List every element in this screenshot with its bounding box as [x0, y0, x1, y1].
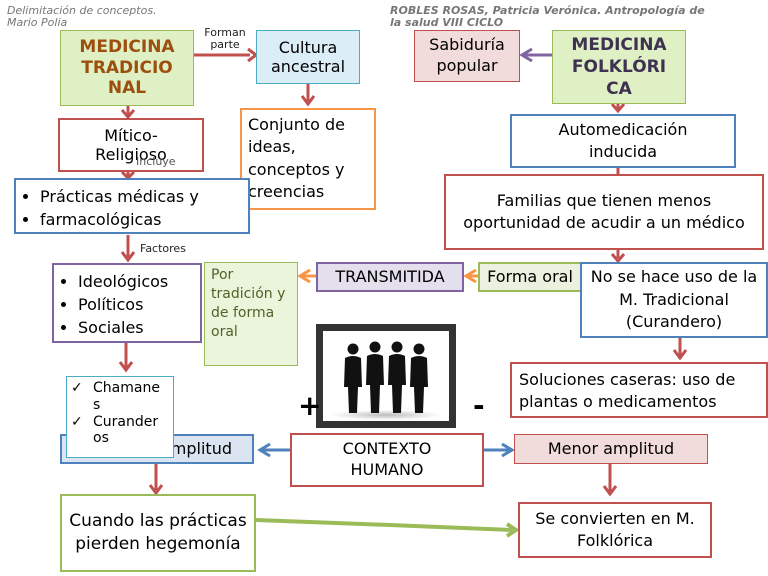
people-image — [316, 324, 456, 428]
business-people-icon — [331, 341, 441, 420]
arrow-contexto-menor — [484, 442, 515, 458]
label-factores: Factores — [140, 242, 186, 255]
conjunto-ideas-box: Conjunto de ideas, conceptos y creencias — [240, 108, 376, 210]
familias-box: Familias que tienen menos oportunidad de… — [444, 174, 764, 250]
minus-sign: - — [473, 389, 485, 422]
arrow-folk-auto — [610, 103, 626, 114]
se-convierten-box: Se convierten en M. Folklórica — [518, 502, 712, 558]
transmitida-box: TRANSMITIDA — [316, 262, 464, 292]
check-curanderos-text: Curanderos — [93, 413, 159, 447]
por-tradicion-box: Por tradición y de forma oral — [204, 262, 298, 366]
factor-sociales: Sociales — [78, 316, 200, 339]
cuando-box: Cuando las prácticas pierden hegemonía — [60, 494, 256, 572]
check-item-curanderos: ✓Curanderos — [71, 414, 169, 448]
soluciones-box: Soluciones caseras: uso de plantas o med… — [510, 362, 768, 418]
arrow-familias-oral — [610, 250, 626, 264]
cultura-ancestral-box: Cultura ancestral — [256, 30, 360, 84]
arrow-mayor-cuando — [148, 464, 164, 496]
arrow-practicas-factores — [120, 235, 136, 263]
arrow-contexto-mayor — [257, 442, 290, 458]
arrow-nouso-soluciones — [672, 338, 688, 361]
check-item-chamanes: ✓Chamanes — [71, 380, 169, 414]
arrow-oral-transmitida — [463, 268, 478, 284]
arrow-cultura-conjunto — [300, 84, 316, 107]
forma-oral-box: Forma oral — [478, 262, 582, 292]
factor-politicos: Políticos — [78, 293, 200, 316]
plus-sign: + — [298, 389, 322, 422]
arrow-folklorica-sabiduria — [519, 47, 552, 63]
medicina-folklorica-box: MEDICINA FOLKLÓRI CA — [552, 30, 686, 104]
caption-left: Delimitación de conceptos. Mario Polia — [7, 4, 157, 30]
automedicacion-box: Automedicación inducida — [510, 114, 736, 168]
arrow-cuando-convierten — [255, 518, 513, 532]
contexto-humano-box: CONTEXTO HUMANO — [290, 433, 484, 487]
arrow-menor-convierten — [602, 464, 618, 497]
arrow-factores-check — [118, 343, 134, 373]
caption-right: ROBLES ROSAS, Patricia Verónica. Antropo… — [390, 4, 705, 30]
no-uso-box: No se hace uso de la M. Tradicional (Cur… — [580, 262, 768, 338]
chamanes-curanderos-box: ✓Chamanes ✓Curanderos — [66, 376, 174, 458]
mitico-religioso-box: Mítico- Religioso — [58, 118, 204, 172]
factores-box: Ideológicos Políticos Sociales — [52, 263, 202, 343]
label-forman-parte: Forman parte — [204, 26, 246, 52]
medicina-tradicional-box: MEDICINA TRADICIO NAL — [60, 30, 194, 106]
check-chamanes-text: Chamanes — [93, 380, 160, 413]
practicas-item-2: farmacológicas — [40, 208, 248, 231]
menor-amplitud-box: Menor amplitud — [514, 434, 708, 464]
arrow-transmitida-tradicion — [297, 268, 316, 284]
sabiduria-popular-box: Sabiduría popular — [414, 30, 520, 82]
factor-ideologicos: Ideológicos — [78, 270, 200, 293]
practicas-item-1: Prácticas médicas y — [40, 185, 248, 208]
practicas-box: Prácticas médicas y farmacológicas — [14, 178, 250, 234]
label-incluye: Incluye — [136, 155, 176, 168]
